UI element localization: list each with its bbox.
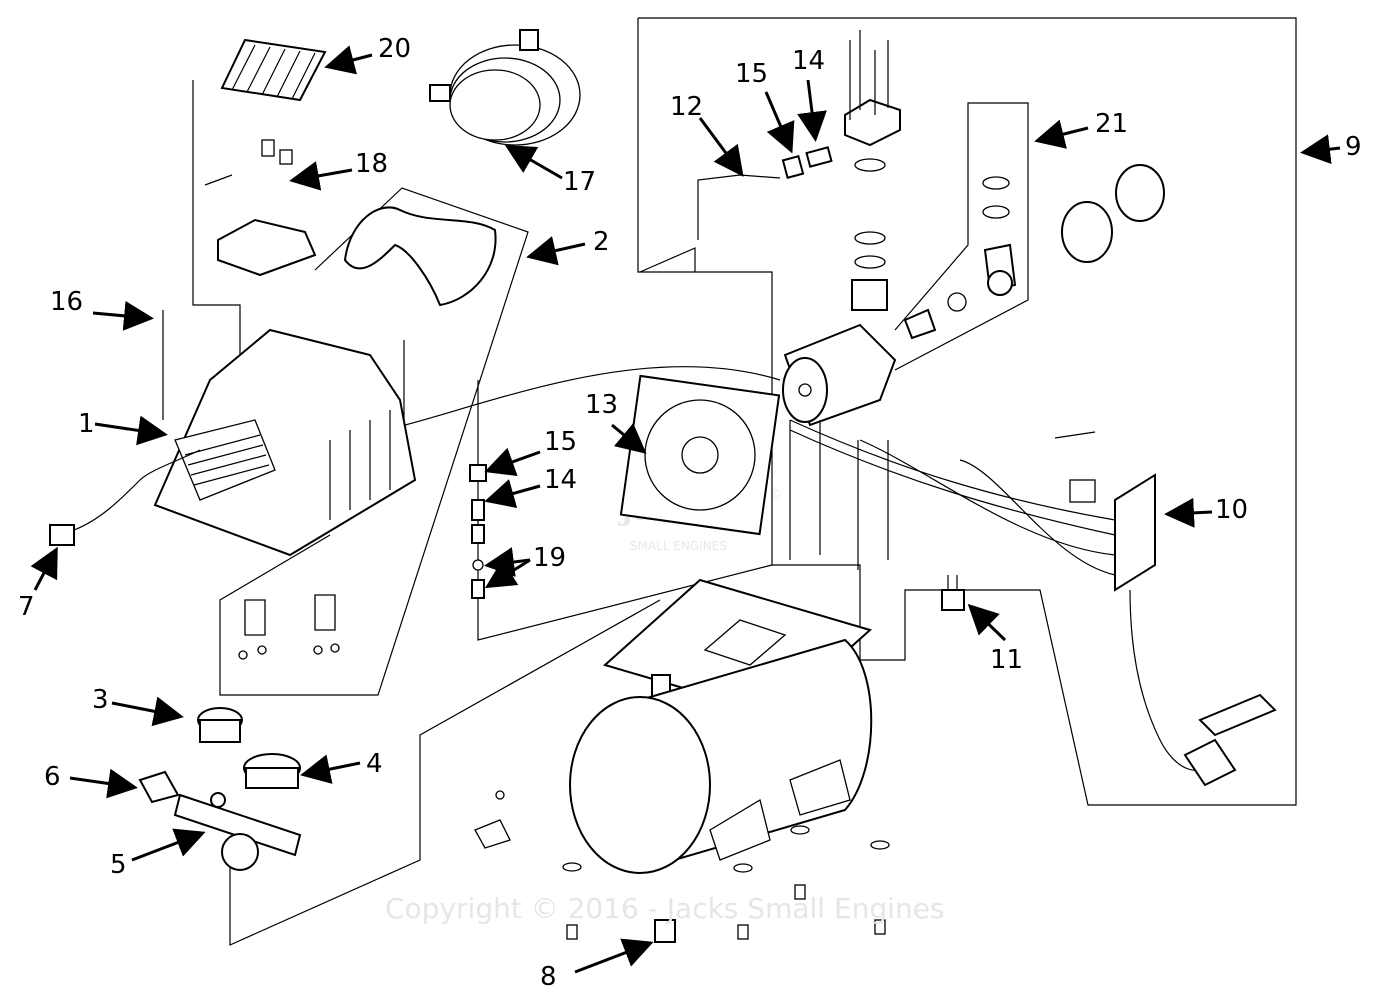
callout-1: 1 xyxy=(78,409,95,439)
callout-17: 17 xyxy=(563,167,596,197)
callout-9: 9 xyxy=(1345,132,1362,162)
part-15-fitting-left xyxy=(469,464,487,482)
part-9-end-cover xyxy=(1061,164,1165,263)
logo-sub-text: SMALL ENGINES xyxy=(630,539,727,553)
logo-registered-mark: © xyxy=(770,487,782,501)
part-2-handle xyxy=(343,206,497,307)
callout-labels: 1 2 3 4 5 6 7 8 9 10 11 12 13 14 14 15 1… xyxy=(18,34,1362,992)
callout-18: 18 xyxy=(355,149,388,179)
arrow-4 xyxy=(300,754,361,784)
boundary-group-3-5 xyxy=(229,599,661,946)
callout-arrows xyxy=(30,45,1341,974)
boundary-assembly-9 xyxy=(637,17,1297,806)
callout-7: 7 xyxy=(18,592,35,622)
part-12-tube xyxy=(697,174,781,240)
callout-5: 5 xyxy=(110,850,127,880)
part-1-shroud xyxy=(153,310,417,557)
part-6-gauge-fitting xyxy=(138,770,180,804)
arrow-2 xyxy=(526,236,586,266)
callout-15-left: 15 xyxy=(544,427,577,457)
arrow-3 xyxy=(111,696,184,727)
arrow-1 xyxy=(94,415,168,446)
arrow-7 xyxy=(30,546,58,591)
part-7-switch xyxy=(49,449,201,546)
arrow-12 xyxy=(698,117,744,177)
callout-14-top: 14 xyxy=(792,46,825,76)
part-10-electrical-box xyxy=(1054,431,1156,592)
part-4-filter xyxy=(243,753,301,789)
boundary-group-20-18 xyxy=(192,80,241,380)
arrow-8 xyxy=(574,938,654,974)
arrow-20 xyxy=(324,45,373,75)
callout-15-top: 15 xyxy=(735,59,768,89)
callout-8: 8 xyxy=(540,962,557,992)
callout-3: 3 xyxy=(92,685,109,715)
part-14-fitting-left xyxy=(471,499,485,544)
arrow-15-left xyxy=(484,447,541,476)
part-9-motor xyxy=(782,323,897,427)
part-10-power-cord xyxy=(1129,589,1277,787)
part-9-pump-head xyxy=(844,30,901,311)
arrow-21 xyxy=(1034,119,1089,149)
part-19-fittings xyxy=(471,559,485,599)
arrow-13 xyxy=(611,423,647,454)
part-14-fitting-top xyxy=(805,146,833,168)
wiring-harness xyxy=(404,366,1116,576)
arrow-17 xyxy=(504,145,563,180)
arrow-10 xyxy=(1164,497,1213,528)
callout-16: 16 xyxy=(50,287,83,317)
arrow-15-top xyxy=(764,91,795,154)
arrow-16 xyxy=(92,300,154,331)
callout-21: 21 xyxy=(1095,109,1128,139)
arrow-11 xyxy=(967,603,1007,642)
shroud-mount-brackets xyxy=(238,594,340,660)
arrow-19-b xyxy=(484,558,531,589)
boundary-tube-12 xyxy=(639,247,696,273)
callout-4: 4 xyxy=(366,749,383,779)
part-11-pressure-switch xyxy=(941,575,965,611)
part-18-latch xyxy=(204,139,317,277)
callout-10: 10 xyxy=(1215,495,1248,525)
part-tank xyxy=(569,638,873,874)
arrow-14-top xyxy=(797,79,827,142)
arrow-6 xyxy=(69,768,138,799)
callout-13: 13 xyxy=(585,390,618,420)
callout-12: 12 xyxy=(670,92,703,122)
part-21-conrod xyxy=(903,176,1017,340)
part-15-fitting-top xyxy=(781,155,805,179)
arrow-14-left xyxy=(484,479,541,508)
part-5-manifold xyxy=(173,792,302,871)
group-boundaries xyxy=(192,17,1297,946)
arrow-5 xyxy=(131,828,206,862)
callout-2: 2 xyxy=(593,227,610,257)
boundary-group-2 xyxy=(219,187,529,696)
part-3-filter xyxy=(197,707,243,743)
boundary-group-21 xyxy=(894,102,1029,371)
arrow-18 xyxy=(289,161,353,191)
callout-6: 6 xyxy=(44,762,61,792)
part-8-drain-valve xyxy=(654,919,676,943)
copyright-watermark: Copyright © 2016 - Jacks Small Engines xyxy=(385,892,945,925)
part-17-coiled-hose xyxy=(429,29,581,146)
callout-19: 19 xyxy=(533,543,566,573)
part-20-pad xyxy=(220,38,327,102)
callout-11: 11 xyxy=(990,645,1023,675)
arrow-9 xyxy=(1300,134,1341,165)
callout-14-left: 14 xyxy=(544,465,577,495)
callout-20: 20 xyxy=(378,34,411,64)
part-13-fan xyxy=(619,374,781,536)
tank-hardware xyxy=(474,759,890,940)
